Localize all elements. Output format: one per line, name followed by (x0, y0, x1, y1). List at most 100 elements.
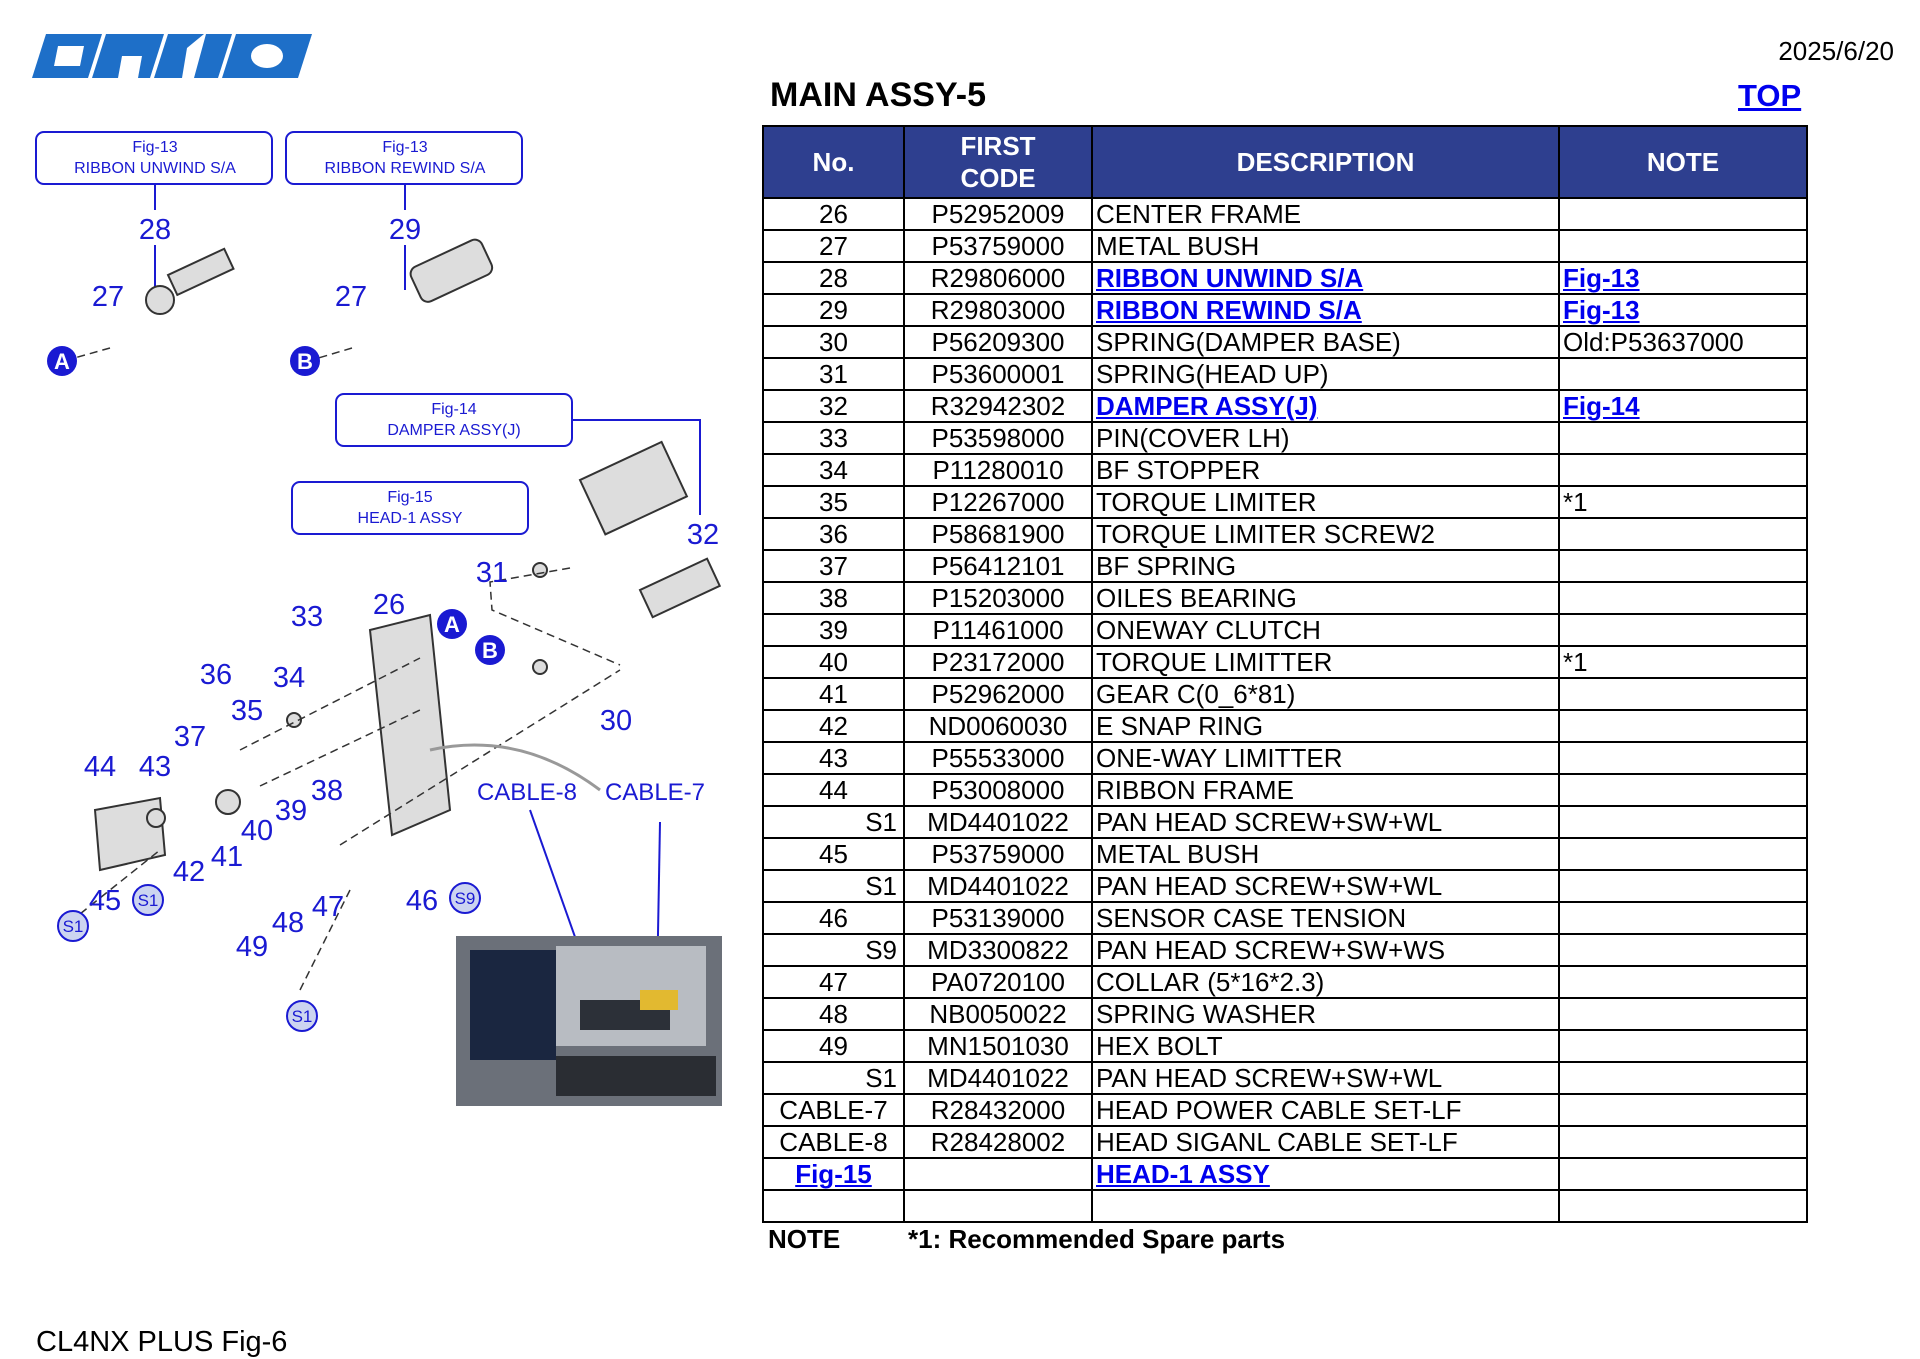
cell-code: ND0060030 (928, 711, 1068, 741)
cell-desc: DAMPER ASSY(J) (1091, 389, 1560, 423)
callout: 47 (312, 891, 344, 923)
cell-desc: PAN HEAD SCREW+SW+WL (1091, 1061, 1560, 1095)
cell-code: P53008000 (931, 775, 1065, 805)
cell-desc: SPRING(DAMPER BASE) (1096, 327, 1401, 357)
cell-no: 33 (762, 421, 905, 455)
cell-code: MD4401022 (903, 805, 1093, 839)
marker-a: A (444, 612, 460, 637)
cell-code (903, 1189, 1093, 1223)
callout: 46 (406, 885, 438, 917)
cell-note (1558, 965, 1808, 999)
cell-no: 30 (762, 325, 905, 359)
screw-marker: S1 (138, 891, 159, 910)
cell-no: 38 (819, 583, 848, 613)
fig-box-fig: Fig-13 (132, 139, 177, 156)
top-link[interactable]: TOP (1738, 78, 1802, 113)
cell-no: S1 (865, 807, 897, 837)
cell-code: P53600001 (903, 357, 1093, 391)
cell-note (1558, 1093, 1808, 1127)
cell-desc: CENTER FRAME (1091, 197, 1560, 231)
cell-note (1558, 229, 1808, 263)
cell-no (762, 1189, 905, 1223)
cell-code: P12267000 (903, 485, 1093, 519)
cell-code: MD4401022 (903, 869, 1093, 903)
cell-no: 35 (762, 485, 905, 519)
cell-code: P55533000 (931, 743, 1065, 773)
cell-desc: BF STOPPER (1091, 453, 1560, 487)
cell-code: P52962000 (931, 679, 1065, 709)
cell-desc: PAN HEAD SCREW+SW+WL (1096, 1063, 1443, 1093)
marker-b: B (482, 638, 498, 663)
cell-desc: OILES BEARING (1096, 583, 1297, 613)
cell-code: P53598000 (931, 423, 1065, 453)
cell-note (1558, 933, 1808, 967)
marker-b: B (297, 349, 313, 374)
cell-no-link[interactable]: Fig-15 (795, 1159, 872, 1189)
cell-desc: ONEWAY CLUTCH (1096, 615, 1321, 645)
cell-code: R28432000 (903, 1093, 1093, 1127)
header-description: DESCRIPTION (1091, 125, 1560, 199)
cell-code: P12267000 (931, 487, 1065, 517)
cell-no: 35 (819, 487, 848, 517)
cell-no: 40 (819, 647, 848, 677)
cell-desc-link[interactable]: RIBBON UNWIND S/A (1096, 263, 1364, 293)
cell-note (1558, 613, 1808, 647)
cell-note (1558, 1029, 1808, 1063)
cell-note-link[interactable]: Fig-14 (1563, 391, 1640, 421)
header-code-line2: CODE (960, 163, 1036, 193)
callout: 38 (311, 775, 343, 807)
fig-box-name: RIBBON REWIND S/A (325, 160, 486, 177)
cell-desc: METAL BUSH (1091, 229, 1560, 263)
cell-no: S1 (762, 805, 905, 839)
cell-desc: HEAD POWER CABLE SET-LF (1096, 1095, 1462, 1125)
sato-logo (32, 34, 312, 78)
cell-no: 38 (762, 581, 905, 615)
cell-code: R28432000 (930, 1095, 1066, 1125)
cell-note (1558, 1125, 1808, 1159)
cell-no: 28 (762, 261, 905, 295)
cell-no: 36 (762, 517, 905, 551)
cell-no: 48 (762, 997, 905, 1031)
cell-note-link[interactable]: Fig-13 (1563, 263, 1640, 293)
callout: 34 (273, 662, 305, 694)
callout: 35 (231, 695, 263, 727)
cell-desc: METAL BUSH (1096, 231, 1260, 261)
cell-note-link[interactable]: Fig-13 (1563, 295, 1640, 325)
cell-desc: METAL BUSH (1091, 837, 1560, 871)
cell-desc: RIBBON FRAME (1091, 773, 1560, 807)
cell-desc: SPRING WASHER (1096, 999, 1317, 1029)
cell-code: P23172000 (903, 645, 1093, 679)
cell-no: 46 (762, 901, 905, 935)
cell-desc-link[interactable]: DAMPER ASSY(J) (1096, 391, 1318, 421)
cell-no: 26 (819, 199, 848, 229)
callout: 26 (373, 589, 405, 621)
cell-code: P53759000 (931, 839, 1065, 869)
cell-desc: SPRING(DAMPER BASE) (1091, 325, 1560, 359)
cell-desc: TORQUE LIMITER SCREW2 (1091, 517, 1560, 551)
note-text: *1: Recommended Spare parts (908, 1224, 1286, 1254)
cell-no: 34 (762, 453, 905, 487)
cell-desc: SPRING(HEAD UP) (1091, 357, 1560, 391)
cell-desc: RIBBON FRAME (1096, 775, 1294, 805)
cell-desc: ONE-WAY LIMITTER (1091, 741, 1560, 775)
cell-desc: TORQUE LIMITTER (1091, 645, 1560, 679)
cell-desc: HEAD-1 ASSY (1091, 1157, 1560, 1191)
cell-note: Fig-13 (1558, 293, 1808, 327)
cell-no: 28 (819, 263, 848, 293)
cell-desc-link[interactable]: RIBBON REWIND S/A (1096, 295, 1362, 325)
cell-note (1558, 805, 1808, 839)
callout: 48 (272, 907, 304, 939)
cell-note (1558, 1061, 1808, 1095)
cell-desc-link[interactable]: HEAD-1 ASSY (1096, 1159, 1270, 1189)
cell-note: Fig-13 (1558, 261, 1808, 295)
cell-desc: BF SPRING (1096, 551, 1237, 581)
cell-desc (1091, 1189, 1560, 1223)
